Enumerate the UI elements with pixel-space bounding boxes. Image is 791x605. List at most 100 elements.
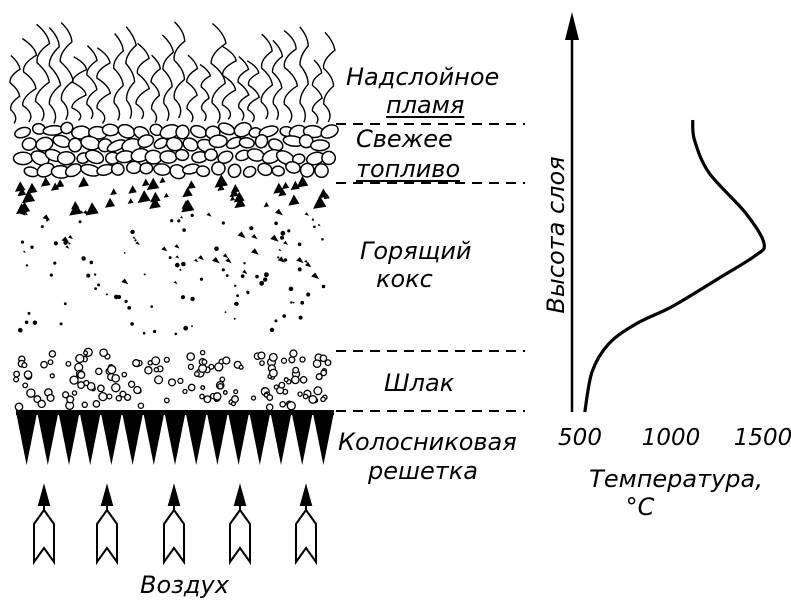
- flame-tongue: [150, 54, 162, 123]
- coke-particle: [114, 294, 119, 300]
- coke-particle: [243, 262, 246, 265]
- slag-grain: [177, 377, 184, 385]
- coke-lump: [217, 183, 225, 191]
- flame-tongue: [299, 26, 309, 123]
- fuel-pebble: [56, 150, 76, 166]
- slag-grain: [259, 360, 265, 366]
- coke-lump: [20, 209, 28, 216]
- coke-lump: [229, 188, 239, 198]
- coke-particle: [68, 242, 71, 245]
- coke-lump: [149, 197, 161, 209]
- coke-particle: [78, 220, 82, 224]
- flame-tongue: [9, 54, 21, 124]
- air-arrow-fletching-icon: [295, 508, 317, 566]
- chart-x-axis-label-2: °C: [625, 493, 655, 521]
- slag-grain: [123, 393, 132, 402]
- coke-particle: [174, 332, 178, 336]
- burning-coke-layer: [14, 174, 330, 336]
- coke-lump: [17, 187, 27, 197]
- fuel-pebble: [242, 165, 257, 178]
- coke-particle: [134, 239, 137, 242]
- slag-grain: [111, 382, 121, 393]
- x-tick-500: 500: [558, 425, 602, 451]
- slag-grain: [153, 366, 160, 373]
- coke-lump: [43, 215, 47, 219]
- fuel-pebble: [258, 125, 279, 138]
- slag-grain: [46, 393, 55, 402]
- layer-label-fuel-1: Свежее: [356, 125, 453, 153]
- coke-particle: [81, 256, 86, 261]
- grate-bar: [79, 412, 101, 465]
- coke-particle: [93, 273, 97, 276]
- slag-grain: [14, 402, 24, 412]
- coke-particle: [233, 317, 236, 320]
- coke-lump: [214, 174, 228, 188]
- fuel-pebble: [257, 162, 273, 177]
- grate-bar: [143, 412, 165, 465]
- flame-tongue: [221, 45, 237, 120]
- coke-particle: [234, 284, 237, 287]
- coke-particle: [124, 299, 128, 303]
- coke-particle: [94, 287, 97, 290]
- slag-grain: [37, 399, 46, 409]
- fuel-pebble: [36, 162, 55, 178]
- coke-particle: [300, 300, 305, 305]
- air-arrow-head-icon: [299, 483, 313, 506]
- flame-tongue: [71, 56, 88, 122]
- coke-lump: [263, 201, 270, 208]
- coke-particle: [321, 238, 324, 241]
- coke-lump: [233, 191, 245, 203]
- coke-lump: [135, 241, 140, 245]
- chart-y-axis-label: Высота слоя: [542, 156, 570, 314]
- air-label: Воздух: [140, 571, 229, 599]
- coke-particle: [287, 229, 291, 233]
- slag-grain: [77, 370, 86, 379]
- coke-particle: [49, 273, 53, 277]
- slag-grain: [115, 395, 123, 402]
- slag-grain: [95, 367, 103, 376]
- coke-particle: [240, 274, 245, 278]
- coke-lump: [26, 182, 38, 194]
- coke-particle: [277, 256, 280, 259]
- slag-grain: [154, 375, 164, 385]
- slag-grain: [290, 375, 300, 385]
- air-arrow-head-icon: [37, 483, 51, 506]
- slag-grain: [299, 356, 306, 363]
- slag-grain: [22, 382, 29, 389]
- slag-grain: [151, 356, 161, 366]
- flame-tongue: [237, 56, 250, 121]
- coke-particle: [288, 286, 294, 292]
- grate-bar: [37, 412, 59, 465]
- coke-lump: [234, 196, 246, 209]
- coke-particle: [264, 272, 269, 278]
- slag-layer: [13, 347, 332, 412]
- coke-lump: [296, 257, 304, 264]
- grate-bar: [164, 412, 186, 465]
- y-axis-arrow-icon: [565, 12, 579, 40]
- slag-grain: [119, 390, 127, 398]
- coke-lump: [42, 214, 50, 221]
- slag-grain: [13, 376, 20, 383]
- air-arrows: [33, 483, 317, 566]
- coke-particle: [183, 325, 189, 331]
- coke-particle: [306, 292, 311, 297]
- coke-lump: [149, 191, 161, 203]
- slag-grain: [187, 383, 196, 392]
- slag-grain: [137, 402, 145, 409]
- grate-bars: [16, 410, 334, 465]
- coke-particle: [311, 218, 314, 221]
- slag-grain: [26, 388, 36, 398]
- coke-lump: [78, 176, 89, 188]
- air-arrow-head-icon: [233, 483, 247, 506]
- layer-label-coke-2: кокс: [376, 265, 433, 293]
- slag-grain: [320, 396, 326, 403]
- coke-lump: [251, 234, 258, 240]
- grate-bar: [58, 412, 80, 465]
- slag-grain: [86, 381, 96, 391]
- slag-grain: [297, 391, 303, 397]
- slag-grain: [289, 349, 298, 358]
- coke-lump: [304, 212, 309, 216]
- flame-tongue: [283, 30, 299, 124]
- coke-particle: [170, 219, 174, 223]
- coke-lump: [290, 180, 300, 191]
